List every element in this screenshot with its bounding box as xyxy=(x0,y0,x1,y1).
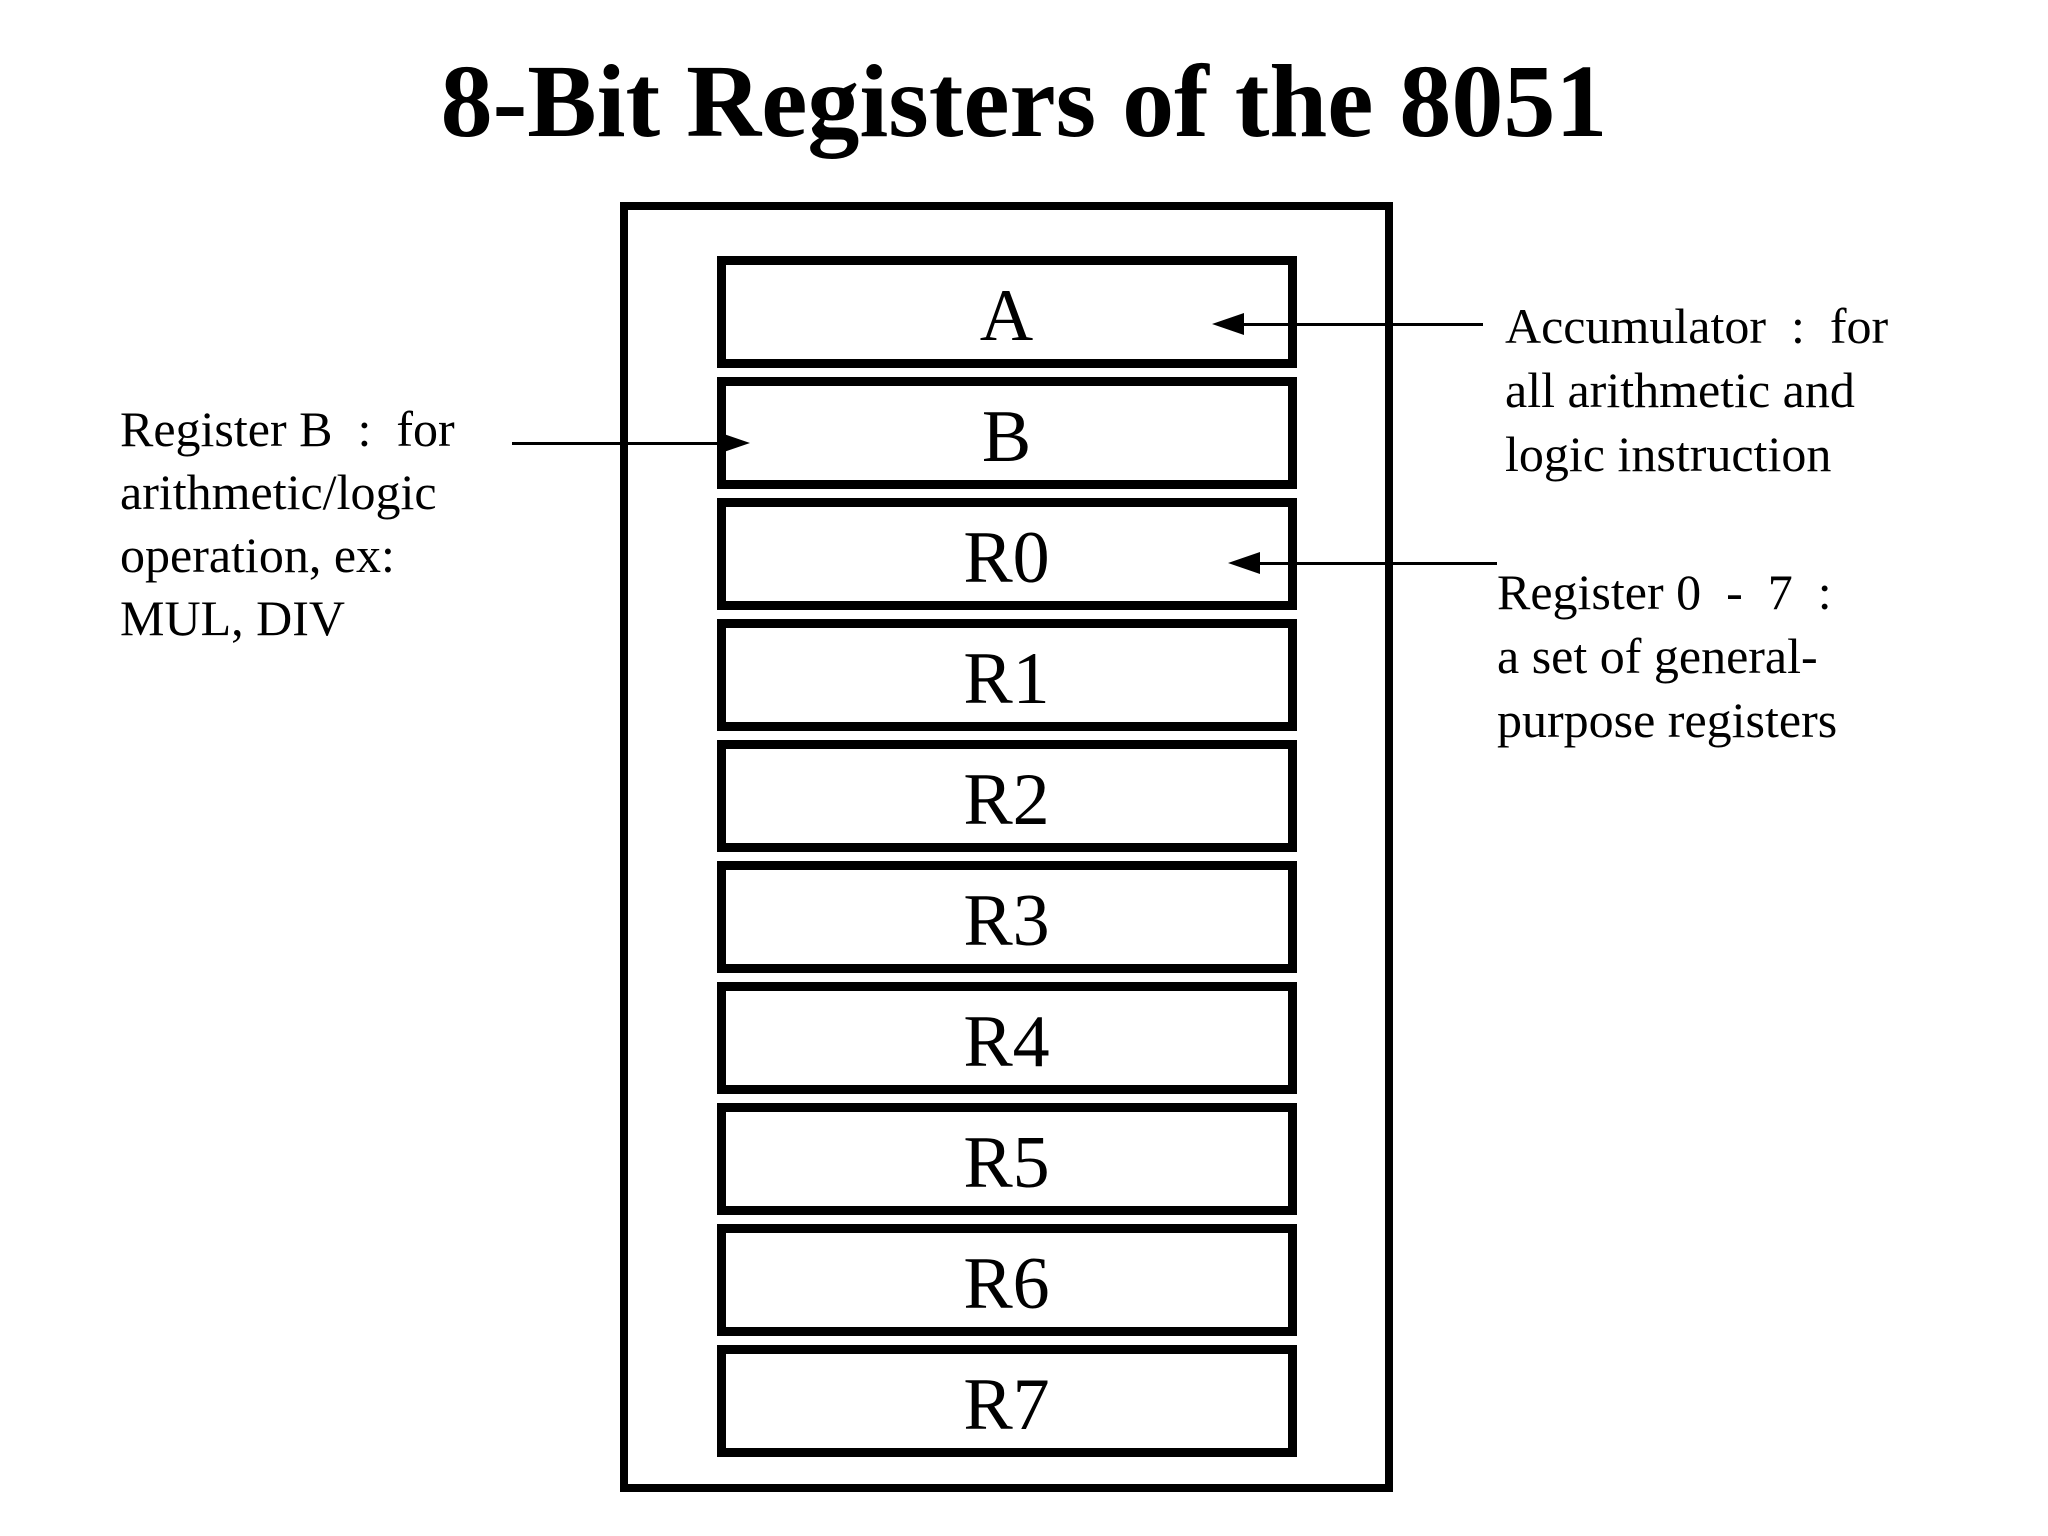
register-file-box: A B R0 R1 R2 R3 R4 R5 R6 R7 xyxy=(620,202,1393,1492)
register-box-r0: R0 xyxy=(716,498,1297,610)
arrow-accumulator-to-a xyxy=(1212,313,1483,335)
register-label-r5: R5 xyxy=(963,1122,1050,1204)
arrow-line xyxy=(1236,323,1483,326)
register-label-r3: R3 xyxy=(963,880,1050,962)
register-label-r1: R1 xyxy=(963,638,1050,720)
register-label-r2: R2 xyxy=(963,759,1050,841)
register-box-r3: R3 xyxy=(716,861,1297,973)
annotation-accumulator: Accumulator : for all arithmetic and log… xyxy=(1505,294,1888,486)
register-label-r7: R7 xyxy=(963,1364,1050,1446)
register-box-b: B xyxy=(716,377,1297,489)
arrowhead-left-icon xyxy=(1228,552,1260,574)
register-label-r6: R6 xyxy=(963,1243,1050,1325)
annotation-line: Register B : for xyxy=(120,401,455,457)
slide-title: 8-Bit Registers of the 8051 xyxy=(440,44,1608,159)
annotation-register-b: Register B : for arithmetic/logic operat… xyxy=(120,398,455,650)
arrowhead-left-icon xyxy=(1212,313,1244,335)
register-label-r0: R0 xyxy=(963,517,1050,599)
register-box-r1: R1 xyxy=(716,619,1297,731)
arrow-register-b-note-to-b xyxy=(512,432,750,454)
annotation-line: arithmetic/logic xyxy=(120,464,437,520)
arrow-line xyxy=(512,442,726,445)
register-box-r5: R5 xyxy=(716,1103,1297,1215)
annotation-line: Accumulator : for xyxy=(1505,298,1889,354)
register-label-a: A xyxy=(979,275,1034,357)
register-box-r2: R2 xyxy=(716,740,1297,852)
register-box-r6: R6 xyxy=(716,1224,1297,1336)
arrowhead-right-icon xyxy=(718,432,750,454)
annotation-line: all arithmetic and xyxy=(1505,362,1855,418)
annotation-line: Register 0 - 7 : xyxy=(1497,564,1832,620)
annotation-line: purpose registers xyxy=(1497,692,1838,748)
annotation-line: a set of general- xyxy=(1497,628,1818,684)
register-box-r4: R4 xyxy=(716,982,1297,1094)
annotation-line: MUL, DIV xyxy=(120,590,345,646)
register-box-r7: R7 xyxy=(716,1345,1297,1457)
annotation-line: logic instruction xyxy=(1505,426,1832,482)
annotation-line: operation, ex: xyxy=(120,527,395,583)
register-box-a: A xyxy=(716,256,1297,368)
annotation-register-0-7: Register 0 - 7 : a set of general- purpo… xyxy=(1497,560,1837,752)
register-label-b: B xyxy=(981,396,1032,478)
register-label-r4: R4 xyxy=(963,1001,1050,1083)
arrow-line xyxy=(1252,562,1497,565)
arrow-register0-7-to-r0 xyxy=(1228,552,1497,574)
